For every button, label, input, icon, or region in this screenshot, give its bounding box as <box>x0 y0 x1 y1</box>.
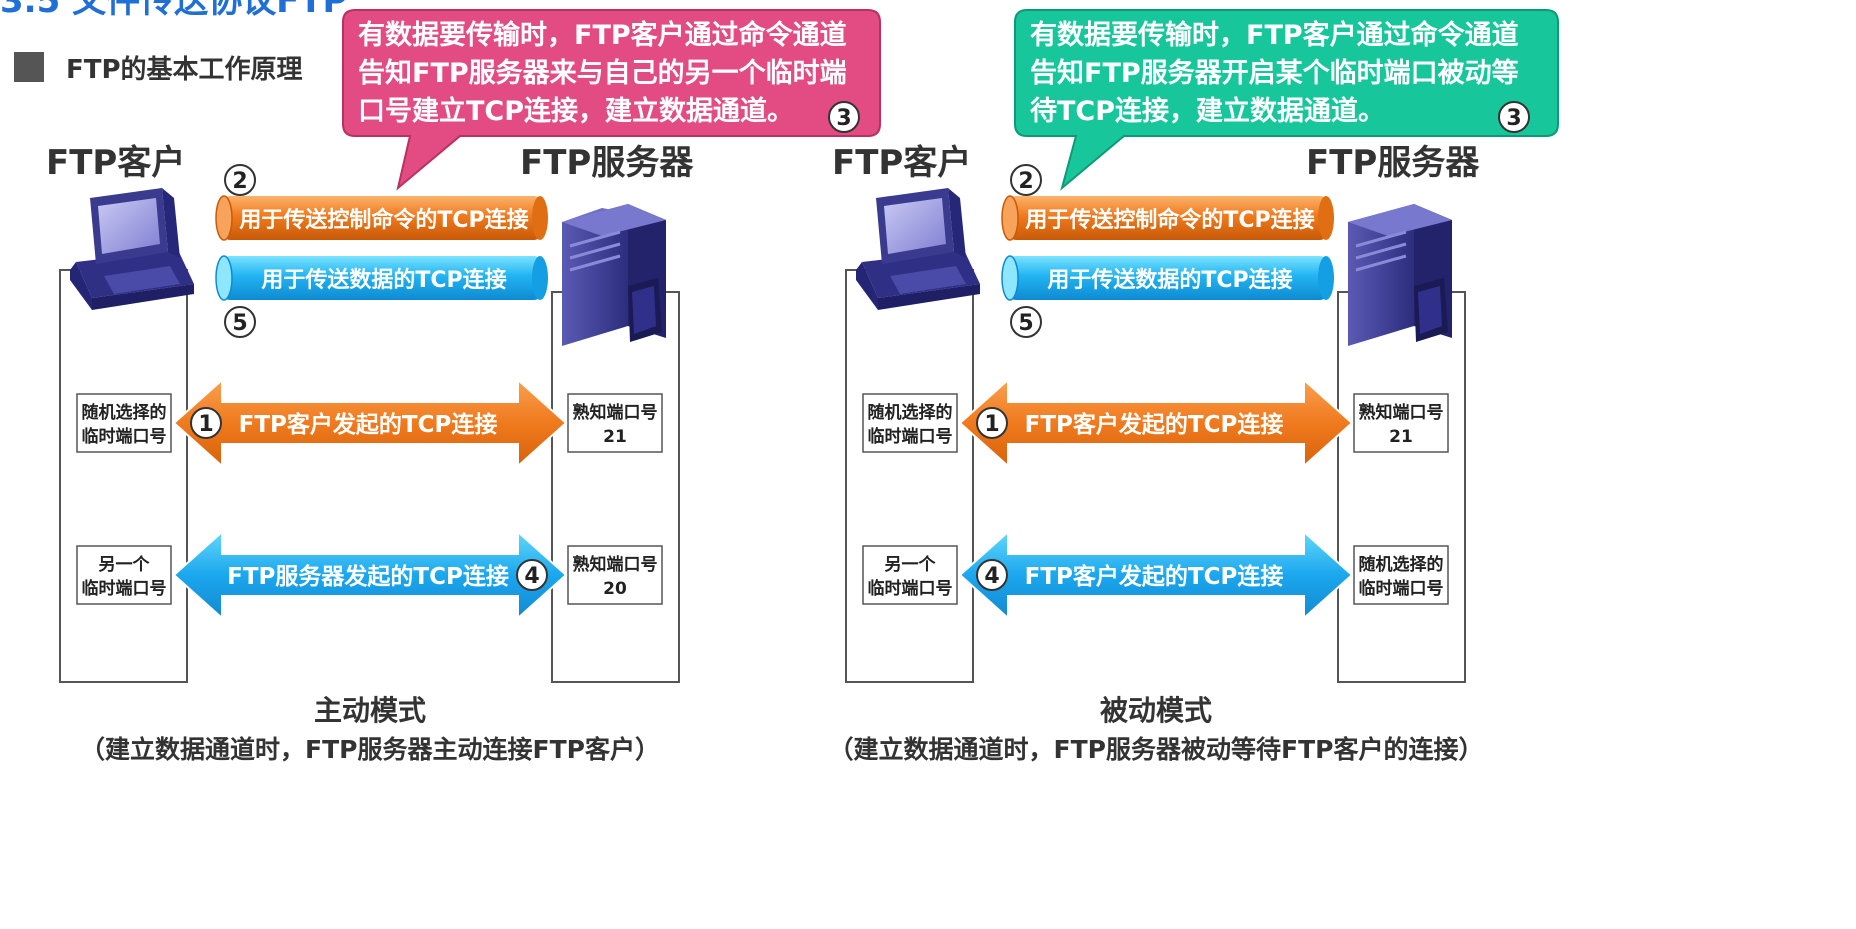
control-pipe: 用于传送控制命令的TCP连接 2 <box>1001 164 1334 241</box>
client-port-line-1: 随机选择的 <box>82 402 167 423</box>
step-badge <box>828 101 860 133</box>
computer-icon <box>70 188 194 310</box>
arrow-2-label: FTP客户发起的TCP连接 <box>1025 563 1284 590</box>
arrow-2-label: FTP服务器发起的TCP连接 <box>227 563 509 590</box>
server-label: FTP服务器 <box>520 143 694 183</box>
client-port2-line-2: 临时端口号 <box>82 578 167 599</box>
arrow-1-label: FTP客户发起的TCP连接 <box>1025 411 1284 438</box>
step-badge <box>190 407 222 439</box>
callout-line-1: 有数据要传输时，FTP客户通过命令通道 <box>1030 19 1519 51</box>
client-host-column <box>845 269 974 683</box>
step-badge <box>224 164 256 196</box>
data-pipe: 用于传送数据的TCP连接 5 <box>1001 255 1334 338</box>
arrow-1-label: FTP客户发起的TCP连接 <box>239 411 498 438</box>
active-mode-panel: 有数据要传输时，FTP客户通过命令通道 告知FTP服务器来与自己的另一个临时端 … <box>46 9 881 764</box>
step-number: 3 <box>1506 106 1521 131</box>
server-port-line-2: 21 <box>1389 427 1413 447</box>
header-fragment: 3.5 文件传送协议FTP <box>0 0 347 21</box>
step-number: 2 <box>232 169 247 194</box>
connection-arrow-2: 4 FTP客户发起的TCP连接 <box>958 529 1354 621</box>
server-port-box: 熟知端口号 21 <box>567 393 663 453</box>
server-port-line-1: 熟知端口号 <box>573 402 658 423</box>
client-host-column <box>59 269 188 683</box>
passive-mode-panel: 有数据要传输时，FTP客户通过命令通道 告知FTP服务器开启某个临时端口被动等 … <box>829 9 1559 764</box>
server-port2-line-2: 临时端口号 <box>1359 578 1444 599</box>
step-badge <box>976 407 1008 439</box>
server-host-column <box>551 291 680 683</box>
control-pipe: 用于传送控制命令的TCP连接 2 <box>215 164 548 241</box>
step-badge <box>1498 101 1530 133</box>
callout-line-3: 口号建立TCP连接，建立数据通道。 <box>358 95 794 127</box>
server-port2-line-1: 熟知端口号 <box>573 554 658 575</box>
step-number: 4 <box>524 564 539 589</box>
client-port-box: 随机选择的 临时端口号 <box>76 393 172 453</box>
bullet-square-icon <box>14 52 44 82</box>
connection-arrow-1: 1 FTP客户发起的TCP连接 <box>958 377 1354 469</box>
data-pipe-label: 用于传送数据的TCP连接 <box>1047 267 1292 293</box>
server-port-line-2: 21 <box>603 427 627 447</box>
server-label: FTP服务器 <box>1306 143 1480 183</box>
callout-line-3: 待TCP连接，建立数据通道。 <box>1030 95 1385 127</box>
client-port-line-2: 临时端口号 <box>82 426 167 447</box>
callout-passive: 有数据要传输时，FTP客户通过命令通道 告知FTP服务器开启某个临时端口被动等 … <box>1014 9 1559 191</box>
callout-line-1: 有数据要传输时，FTP客户通过命令通道 <box>358 19 847 51</box>
connection-arrow-1: 1 FTP客户发起的TCP连接 <box>172 377 568 469</box>
control-pipe-label: 用于传送控制命令的TCP连接 <box>239 207 528 233</box>
step-number: 1 <box>198 412 213 437</box>
client-port-box-2: 另一个 临时端口号 <box>76 545 172 605</box>
control-pipe-label: 用于传送控制命令的TCP连接 <box>1025 207 1314 233</box>
server-port-line-1: 熟知端口号 <box>1359 402 1444 423</box>
step-number: 2 <box>1018 169 1033 194</box>
mode-title: 主动模式 <box>314 694 426 727</box>
server-icon <box>562 204 666 346</box>
step-badge <box>224 306 256 338</box>
header: 3.5 文件传送协议FTP FTP的基本工作原理 <box>0 0 347 85</box>
client-port2-line-2: 临时端口号 <box>868 578 953 599</box>
client-port-line-2: 临时端口号 <box>868 426 953 447</box>
server-port2-line-1: 随机选择的 <box>1359 554 1444 575</box>
data-pipe: 用于传送数据的TCP连接 5 <box>215 255 548 338</box>
step-number: 4 <box>984 564 999 589</box>
mode-description: （建立数据通道时，FTP服务器主动连接FTP客户） <box>80 735 660 764</box>
client-label: FTP客户 <box>46 143 185 183</box>
mode-description: （建立数据通道时，FTP服务器被动等待FTP客户的连接） <box>829 735 1484 764</box>
client-label: FTP客户 <box>832 143 971 183</box>
server-host-column <box>1337 291 1466 683</box>
client-port-box: 随机选择的 临时端口号 <box>862 393 958 453</box>
data-pipe-label: 用于传送数据的TCP连接 <box>261 267 506 293</box>
step-badge <box>1010 306 1042 338</box>
step-badge <box>1010 164 1042 196</box>
mode-title: 被动模式 <box>1100 694 1212 727</box>
connection-arrow-2: 4 FTP服务器发起的TCP连接 <box>172 529 568 621</box>
server-port2-line-2: 20 <box>603 579 627 599</box>
computer-icon <box>856 188 980 310</box>
step-number: 5 <box>232 311 247 336</box>
step-badge <box>516 559 548 591</box>
callout-line-2: 告知FTP服务器开启某个临时端口被动等 <box>1030 57 1519 89</box>
server-icon <box>1348 204 1452 346</box>
step-number: 5 <box>1018 311 1033 336</box>
section-title: FTP的基本工作原理 <box>66 54 303 85</box>
step-number: 1 <box>984 412 999 437</box>
callout-line-2: 告知FTP服务器来与自己的另一个临时端 <box>358 57 847 89</box>
server-port-box-2: 随机选择的 临时端口号 <box>1353 545 1449 605</box>
client-port2-line-1: 另一个 <box>885 554 937 575</box>
client-port2-line-1: 另一个 <box>99 554 151 575</box>
step-badge <box>976 559 1008 591</box>
step-number: 3 <box>836 106 851 131</box>
client-port-line-1: 随机选择的 <box>868 402 953 423</box>
server-port-box: 熟知端口号 21 <box>1353 393 1449 453</box>
server-port-box-2: 熟知端口号 20 <box>567 545 663 605</box>
client-port-box-2: 另一个 临时端口号 <box>862 545 958 605</box>
callout-active: 有数据要传输时，FTP客户通过命令通道 告知FTP服务器来与自己的另一个临时端 … <box>342 9 881 191</box>
